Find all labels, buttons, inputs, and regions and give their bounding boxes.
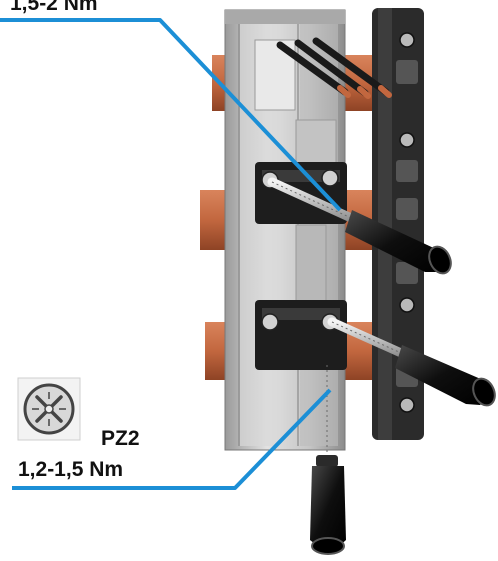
torque-label-top: 1,5-2 Nm <box>10 0 98 15</box>
rail-screw-icon <box>399 32 415 48</box>
rail-screw-icon <box>399 397 415 413</box>
mounting-rail <box>372 8 424 440</box>
terminal-wires <box>276 37 392 99</box>
device-module <box>224 9 346 451</box>
clamp-screw-icon <box>321 169 339 187</box>
screwdriver-bottom <box>310 360 346 555</box>
drive-type-label: PZ2 <box>101 427 140 450</box>
screwdriver-upper <box>267 177 452 275</box>
rail-screw-icon <box>399 297 415 313</box>
clamp-screw-icon <box>261 313 279 331</box>
screwdriver-middle <box>327 317 496 407</box>
leader-line-top <box>0 18 342 212</box>
leader-line-bottom <box>12 388 332 490</box>
leader-lines <box>0 18 342 490</box>
torque-label-bottom: 1,2-1,5 Nm <box>18 458 124 481</box>
pozidriv-screw-head-icon <box>17 377 81 441</box>
rail-screw-icon <box>399 132 415 148</box>
